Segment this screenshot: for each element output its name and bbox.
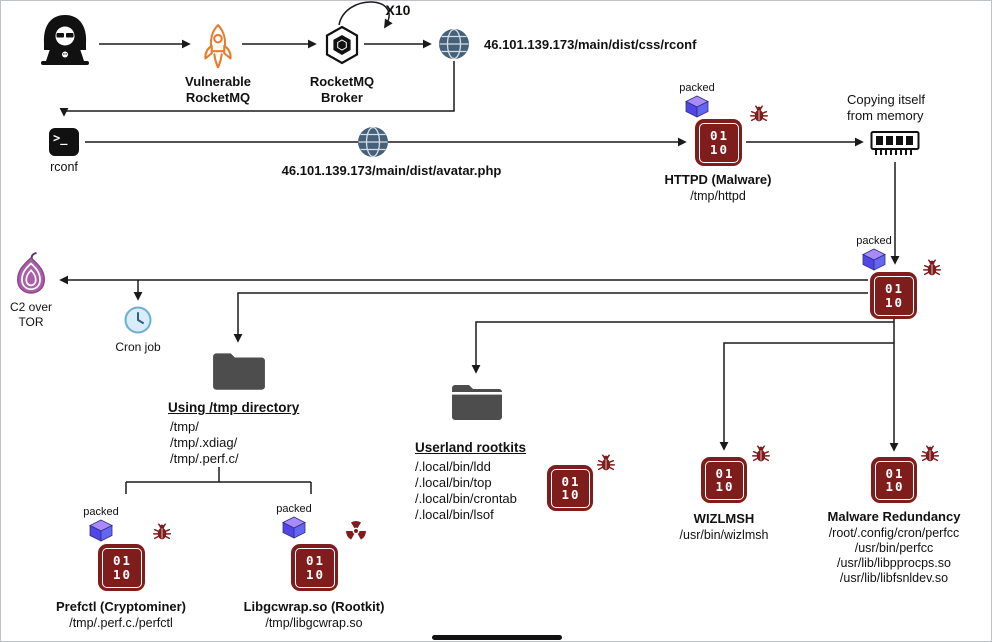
wizlmsh-title: WIZLMSH <box>693 511 755 526</box>
path-item: /.local/bin/top <box>415 475 492 490</box>
packed-label: packed <box>276 503 312 515</box>
label-line: RocketMQ <box>185 90 251 106</box>
label-line: Broker <box>321 90 363 106</box>
tmpdir-paths: /tmp/ /tmp/.xdiag/ /tmp/.perf.c/ <box>170 419 330 467</box>
path-item: /usr/lib/libfsnldev.so <box>839 571 949 585</box>
malware-binary-icon-prefctl: 01 10 <box>98 544 145 591</box>
memory-ram-icon <box>870 131 920 155</box>
home-indicator-bar <box>432 635 562 640</box>
bits-row: 01 <box>561 473 581 489</box>
bits-row: 01 <box>885 465 905 481</box>
broker-label: RocketMQ Broker <box>282 74 402 107</box>
bug-icon <box>595 452 617 474</box>
broker-hexagon-icon <box>325 25 359 65</box>
path-item: /.local/bin/crontab <box>415 491 517 506</box>
libgcwrap-path: /tmp/libgcwrap.so <box>265 616 363 630</box>
packed-cube-icon <box>685 95 709 118</box>
redundancy-paths: /root/.config/cron/perfcc /usr/bin/perfc… <box>799 526 989 586</box>
binary-bits: 01 10 <box>704 460 744 500</box>
tmpdir-title: Using /tmp directory <box>168 400 300 415</box>
tmp-folder-icon <box>211 347 267 393</box>
bits-row: 01 <box>112 553 133 569</box>
malware-binary-icon-libgcwrap: 01 10 <box>291 544 338 591</box>
bits-row: 01 <box>884 281 905 297</box>
bits-row: 10 <box>561 487 581 502</box>
c2-over-tor-label: C2 over TOR <box>3 300 59 330</box>
binary-bits: 01 10 <box>873 275 914 316</box>
malware-binary-icon-rootkit: 01 10 <box>547 465 593 511</box>
terminal-prompt: >_ <box>53 131 68 145</box>
packed-label: packed <box>83 506 119 518</box>
packed-label: packed <box>856 235 892 247</box>
redundancy-title: Malware Redundancy <box>827 509 961 524</box>
path-item: /usr/bin/perfcc <box>854 541 934 555</box>
binary-bits: 01 10 <box>101 547 142 588</box>
label-line: Copying itself <box>847 92 926 107</box>
rocket-icon <box>204 24 232 69</box>
label-line: TOR <box>18 315 44 329</box>
radioactive-icon <box>344 519 368 543</box>
bits-row: 01 <box>305 553 326 569</box>
userland-paths: /.local/bin/ldd /.local/bin/top /.local/… <box>415 459 555 523</box>
bug-icon <box>921 257 943 279</box>
bits-row: 10 <box>709 141 730 157</box>
userland-folder-icon <box>450 379 504 423</box>
prefctl-title: Prefctl (Cryptominer) <box>55 599 187 614</box>
bug-icon <box>151 521 173 543</box>
userland-title: Userland rootkits <box>415 440 527 455</box>
path-item: /usr/lib/libpprocps.so <box>837 556 951 570</box>
bits-row: 10 <box>885 479 905 494</box>
label-line: RocketMQ <box>309 74 375 89</box>
bits-row: 10 <box>884 294 905 310</box>
path-item: /root/.config/cron/perfcc <box>828 526 960 540</box>
packed-label: packed <box>679 82 715 94</box>
terminal-icon: >_ <box>49 128 79 156</box>
libgcwrap-title: Libgcwrap.so (Rootkit) <box>243 599 385 614</box>
label-line: from memory <box>847 108 924 124</box>
path-item: /.local/bin/ldd <box>415 459 491 474</box>
label-line: C2 over <box>9 300 53 314</box>
malware-binary-icon-wizlmsh: 01 10 <box>701 457 747 503</box>
url-avatar: 46.101.139.173/main/dist/avatar.php <box>281 163 502 178</box>
malware-binary-icon-httpd: 01 10 <box>695 119 742 166</box>
path-item: /tmp/ <box>170 419 199 434</box>
binary-bits: 01 10 <box>698 122 739 163</box>
prefctl-path: /tmp/.perf.c./perfctl <box>69 616 173 630</box>
packed-cube-icon <box>89 519 113 542</box>
path-item: /tmp/.perf.c/ <box>170 451 239 466</box>
memory-copy-label: Copying itself from memory <box>847 92 957 125</box>
httpd-title: HTTPD (Malware) <box>664 172 772 187</box>
bits-row: 10 <box>112 566 133 582</box>
bits-row: 10 <box>305 566 326 582</box>
bits-row: 10 <box>715 479 735 494</box>
malware-binary-icon-redundancy: 01 10 <box>871 457 917 503</box>
binary-bits: 01 10 <box>550 468 590 508</box>
url-rconf: 46.101.139.173/main/dist/css/rconf <box>484 37 697 52</box>
bug-icon <box>750 443 772 465</box>
globe-icon <box>357 126 389 158</box>
packed-cube-icon <box>282 516 306 539</box>
wizlmsh-path: /usr/bin/wizlmsh <box>679 528 769 542</box>
bits-row: 01 <box>715 465 735 481</box>
path-item: /.local/bin/lsof <box>415 507 494 522</box>
binary-bits: 01 10 <box>874 460 914 500</box>
attacker-hacker-icon <box>41 15 89 65</box>
globe-icon <box>438 28 470 60</box>
rconf-label: rconf <box>50 160 78 174</box>
bug-icon <box>919 443 941 465</box>
label-line: Vulnerable <box>185 74 251 89</box>
x10-loop-label: X10 <box>385 2 411 18</box>
tor-onion-icon <box>16 252 46 294</box>
bug-icon <box>748 103 770 125</box>
httpd-path: /tmp/httpd <box>690 189 746 203</box>
vulnerable-rocketmq-label: Vulnerable RocketMQ <box>158 74 278 107</box>
bits-row: 01 <box>709 128 730 144</box>
packed-cube-icon <box>862 248 886 271</box>
cron-job-label: Cron job <box>115 340 161 354</box>
path-item: /tmp/.xdiag/ <box>170 435 238 450</box>
binary-bits: 01 10 <box>294 547 335 588</box>
malware-binary-icon-dropper: 01 10 <box>870 272 917 319</box>
cron-clock-icon <box>124 306 152 334</box>
